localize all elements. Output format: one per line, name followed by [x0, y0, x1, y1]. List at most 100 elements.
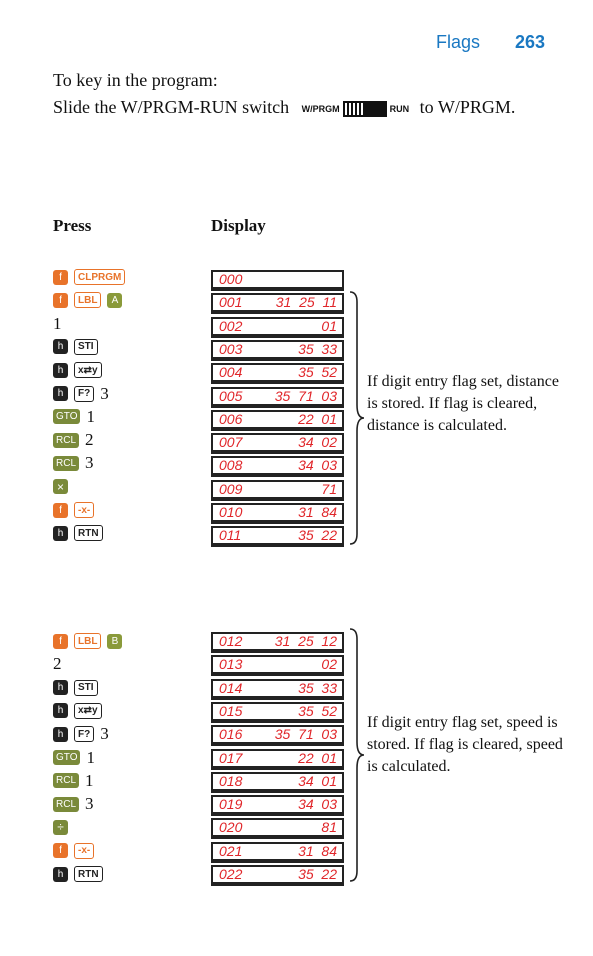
display-step-number: 001: [219, 294, 243, 311]
h-prefix-key-icon: h: [53, 703, 68, 719]
display-step-number: 006: [219, 410, 243, 427]
display-step-number: 003: [219, 340, 243, 357]
key-xy-icon: x⇄y: [74, 362, 102, 379]
display-line: 019 34 03: [211, 795, 344, 817]
display-keycode: 31 25 11: [275, 294, 337, 311]
key-clprgm-icon: CLPRGM: [74, 269, 126, 285]
display-keycode: 34 02: [298, 434, 337, 451]
keystroke-row: ×: [53, 476, 68, 498]
keystroke-row: f-x-: [53, 840, 95, 862]
h-prefix-key-icon: h: [53, 726, 68, 742]
switch-instruction: Slide the W/PRGM-RUN switch W/PRGM RUN t…: [53, 97, 515, 118]
keystroke-digit: 3: [85, 794, 94, 814]
keystroke-digit: 3: [100, 724, 109, 744]
operator-key-icon: ×: [53, 479, 68, 495]
display-step-number: 004: [219, 364, 243, 381]
f-prefix-key-icon: f: [53, 843, 68, 859]
operator-key-icon: ÷: [53, 819, 68, 835]
display-step-number: 000: [219, 271, 243, 287]
display-step-number: 008: [219, 457, 243, 474]
intro-line: To key in the program:: [53, 70, 218, 90]
key-sti-icon: STI: [74, 679, 98, 696]
display-keycode: 35 71 03: [274, 387, 337, 404]
key-gto-icon: GTO: [53, 409, 81, 425]
switch-left-label: W/PRGM: [301, 103, 340, 114]
keystroke-digit: 3: [100, 383, 109, 403]
display-step-number: 019: [219, 796, 243, 813]
display-keycode: 71: [321, 480, 337, 497]
keystroke-row: RCL 3: [53, 793, 94, 815]
display-keycode: 34 03: [298, 796, 337, 813]
key-x-icon: -x-: [74, 502, 95, 518]
display-keycode: 35 22: [298, 527, 337, 544]
keystroke-digit: 1: [86, 747, 95, 767]
key-lbl-icon: LBL: [74, 292, 102, 309]
switch-instruction-post: to W/PRGM.: [419, 97, 516, 117]
h-prefix-key-icon: h: [53, 525, 68, 541]
keystroke-row: 2: [53, 653, 62, 675]
display-keycode: 35 52: [298, 364, 337, 381]
keystroke-digit: 2: [53, 654, 62, 674]
key-lbl-icon: LBL: [74, 633, 102, 649]
h-prefix-key-icon: h: [53, 386, 68, 401]
keystroke-row: 1: [53, 313, 62, 335]
keystroke-digit: 1: [53, 313, 62, 333]
display-step-number: 010: [219, 504, 243, 520]
display-keycode: 31 84: [298, 842, 337, 859]
display-step-number: 016: [219, 726, 243, 743]
h-prefix-key-icon: h: [53, 866, 68, 882]
display-step-number: 020: [219, 819, 243, 836]
keystroke-digit: 1: [85, 770, 94, 790]
display-keycode: 22 01: [298, 749, 337, 766]
display-step-number: 018: [219, 772, 243, 789]
keystroke-row: f CLPRGM: [53, 266, 126, 288]
block1-brace-icon: [349, 291, 365, 545]
page-number: 263: [515, 32, 546, 52]
keystroke-row: ÷: [53, 816, 68, 838]
keystroke-row: GTO 1: [53, 406, 95, 428]
keystroke-digit: 2: [85, 430, 94, 450]
switch-instruction-pre: Slide the W/PRGM-RUN switch: [53, 97, 290, 117]
block1-note: If digit entry flag set, distance is sto…: [367, 373, 559, 434]
display-step-number: 002: [219, 317, 243, 334]
keystroke-digit: 1: [86, 406, 95, 426]
display-keycode: 35 33: [298, 340, 337, 357]
display-keycode: 01: [321, 317, 337, 334]
display-step-number: 021: [219, 842, 243, 859]
press-column-heading: Press: [53, 216, 92, 235]
display-column-heading: Display: [211, 216, 266, 235]
key-rcl-icon: RCL: [53, 796, 80, 812]
display-line: 001 31 25 11: [211, 293, 344, 315]
display-step-number: 015: [219, 702, 243, 719]
display-keycode: 31 25 12: [274, 633, 337, 649]
key-rtn-icon: RTN: [74, 525, 103, 542]
f-prefix-key-icon: f: [53, 292, 68, 308]
h-prefix-key-icon: h: [53, 680, 68, 696]
h-prefix-key-icon: h: [53, 339, 68, 355]
block2-note: If digit entry flag set, speed is stored…: [367, 714, 563, 775]
f-prefix-key-icon: f: [53, 502, 68, 518]
display-step-number: 014: [219, 679, 243, 696]
f-prefix-key-icon: f: [53, 269, 68, 285]
